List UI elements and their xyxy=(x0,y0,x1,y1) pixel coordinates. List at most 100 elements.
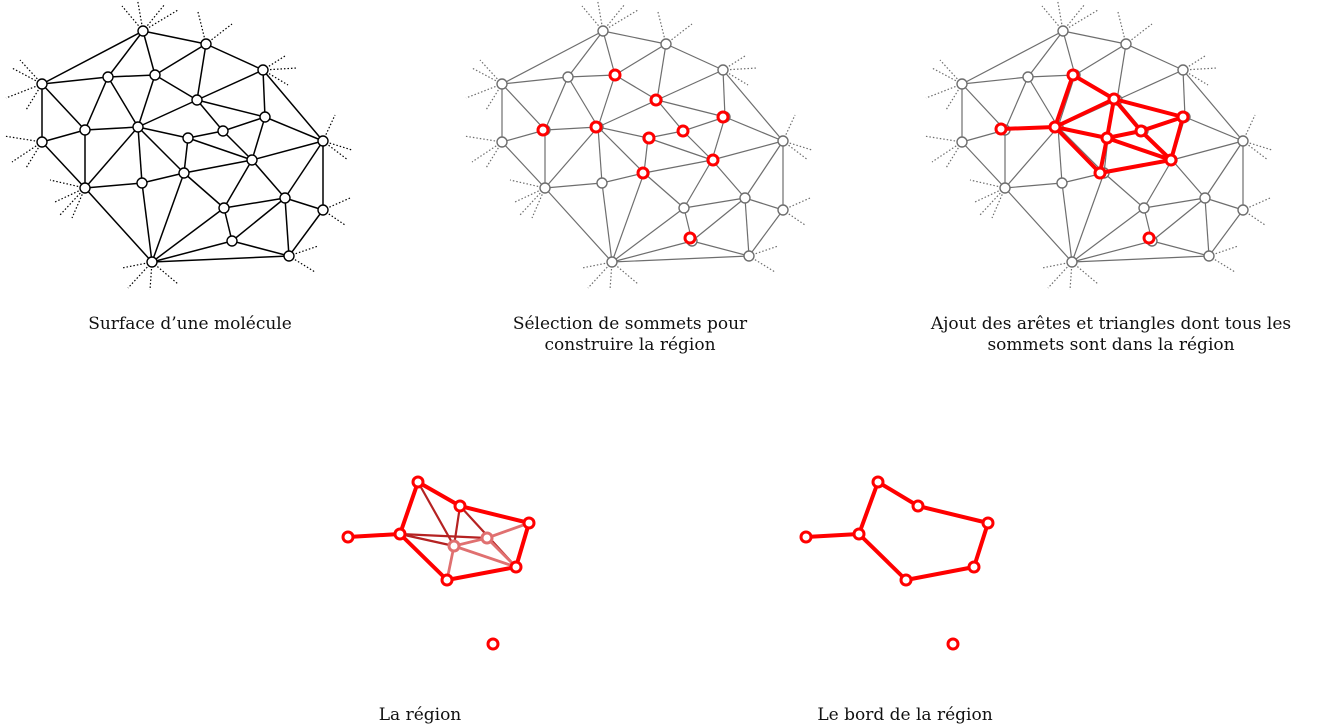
ajout-edge xyxy=(1071,255,1210,263)
ajout-region-edge xyxy=(1053,97,1116,129)
bord-vertex xyxy=(799,530,813,544)
selection-edge xyxy=(597,126,649,139)
selection-vertex xyxy=(496,136,508,148)
selection-edge xyxy=(744,197,784,211)
ajout-edge xyxy=(1116,43,1127,101)
surface-mesh xyxy=(3,0,353,291)
surface-stub-edge xyxy=(262,67,298,71)
selection-stub-edge xyxy=(596,0,604,32)
surface-edge xyxy=(183,137,189,174)
ajout-vertex xyxy=(1066,256,1078,268)
selection-edge xyxy=(544,182,603,189)
region-boundary-edge xyxy=(398,532,449,582)
region-vertex xyxy=(393,527,407,541)
caption-region-text: La région xyxy=(378,705,462,725)
ajout-edge xyxy=(1204,197,1244,211)
surface-edge xyxy=(151,172,185,263)
selection-selected-vertex xyxy=(536,123,550,137)
surface-vertex xyxy=(146,256,158,268)
selection-selected-vertex xyxy=(706,153,720,167)
region-interior-edge xyxy=(417,481,455,547)
surface-edge xyxy=(151,240,233,263)
surface-stub-edge xyxy=(5,83,43,99)
ajout-vertex xyxy=(1199,192,1211,204)
surface-stub-edge xyxy=(136,0,144,32)
selection-edge xyxy=(682,130,713,161)
selection-stub-edge xyxy=(602,3,626,32)
ajout-stub-edge xyxy=(1062,3,1086,32)
caption-selection: Sélection de sommets pour construire la … xyxy=(460,314,800,356)
selection-vertex xyxy=(678,202,690,214)
surface-edge xyxy=(137,126,189,139)
region-panel xyxy=(341,475,536,651)
surface-edge xyxy=(183,172,225,209)
caption-surface-text: Surface d’une molécule xyxy=(88,314,292,334)
surface-edge xyxy=(107,74,156,78)
ajout-region-edge xyxy=(1053,73,1075,129)
surface-edge xyxy=(231,197,286,242)
surface-stub-edge xyxy=(25,83,43,111)
surface-edge xyxy=(223,159,253,209)
surface-vertex xyxy=(132,121,144,133)
selection-edge xyxy=(724,116,784,142)
surface-edge xyxy=(41,129,86,143)
ajout-region-vertex xyxy=(1142,231,1156,245)
surface-edge xyxy=(264,116,324,142)
caption-ajout-line-1: Ajout des arêtes et triangles dont tous … xyxy=(930,314,1292,334)
ajout-region-vertex xyxy=(1100,131,1114,145)
bord-edge xyxy=(916,504,990,525)
selection-edge xyxy=(656,99,726,118)
region-vertex xyxy=(480,531,494,545)
surface-edge xyxy=(251,116,266,161)
ajout-vertex xyxy=(956,78,968,90)
selection-edge xyxy=(501,141,546,189)
ajout-vertex xyxy=(999,182,1011,194)
surface-stub-edge xyxy=(49,179,86,189)
ajout-vertex xyxy=(1237,204,1249,216)
surface-vertex xyxy=(257,64,269,76)
caption-ajout-line-2: sommets sont dans la région xyxy=(987,335,1235,355)
surface-vertex xyxy=(137,25,149,37)
surface-edge xyxy=(137,126,185,174)
selection-vertex xyxy=(743,250,755,262)
ajout-edge xyxy=(1208,209,1244,257)
selection-vertex xyxy=(597,25,609,37)
surface-edge xyxy=(141,172,185,184)
caption-bord: Le bord de la région xyxy=(755,705,1055,726)
ajout-stub-edge xyxy=(1062,9,1099,32)
caption-surface: Surface d’une molécule xyxy=(20,314,360,335)
surface-stub-edge xyxy=(288,255,316,273)
selection-edge xyxy=(601,182,613,263)
ajout-region-vertex xyxy=(1066,68,1080,82)
selection-edge xyxy=(501,30,604,85)
surface-edge xyxy=(154,74,198,101)
selection-stub-edge xyxy=(611,261,639,285)
bord-edge xyxy=(972,521,990,569)
surface-vertex xyxy=(102,71,114,83)
ajout-edge xyxy=(1027,76,1059,128)
selection-selected-vertex xyxy=(683,231,697,245)
ajout-edge xyxy=(1125,43,1184,71)
ajout-vertex xyxy=(1237,135,1249,147)
ajout-vertex xyxy=(956,136,968,148)
surface-edge xyxy=(84,76,109,131)
surface-vertex xyxy=(218,202,230,214)
surface-edge xyxy=(41,30,144,85)
selection-edge xyxy=(656,43,667,101)
selection-vertex xyxy=(539,182,551,194)
selection-stub-edge xyxy=(465,83,503,99)
region-vertex xyxy=(509,560,523,574)
ajout-stub-edge xyxy=(923,135,963,143)
surface-edge xyxy=(187,130,224,139)
selection-edge xyxy=(643,159,713,174)
selection-edge xyxy=(597,74,616,128)
surface-edge xyxy=(251,159,286,199)
region-vertex xyxy=(411,475,425,489)
ajout-vertex xyxy=(1138,202,1150,214)
selection-edge xyxy=(602,30,616,76)
surface-edge xyxy=(151,207,225,263)
surface-edge xyxy=(284,197,324,211)
selection-edge xyxy=(501,83,546,131)
selection-stub-edge xyxy=(471,141,503,163)
ajout-edge xyxy=(961,30,1064,85)
